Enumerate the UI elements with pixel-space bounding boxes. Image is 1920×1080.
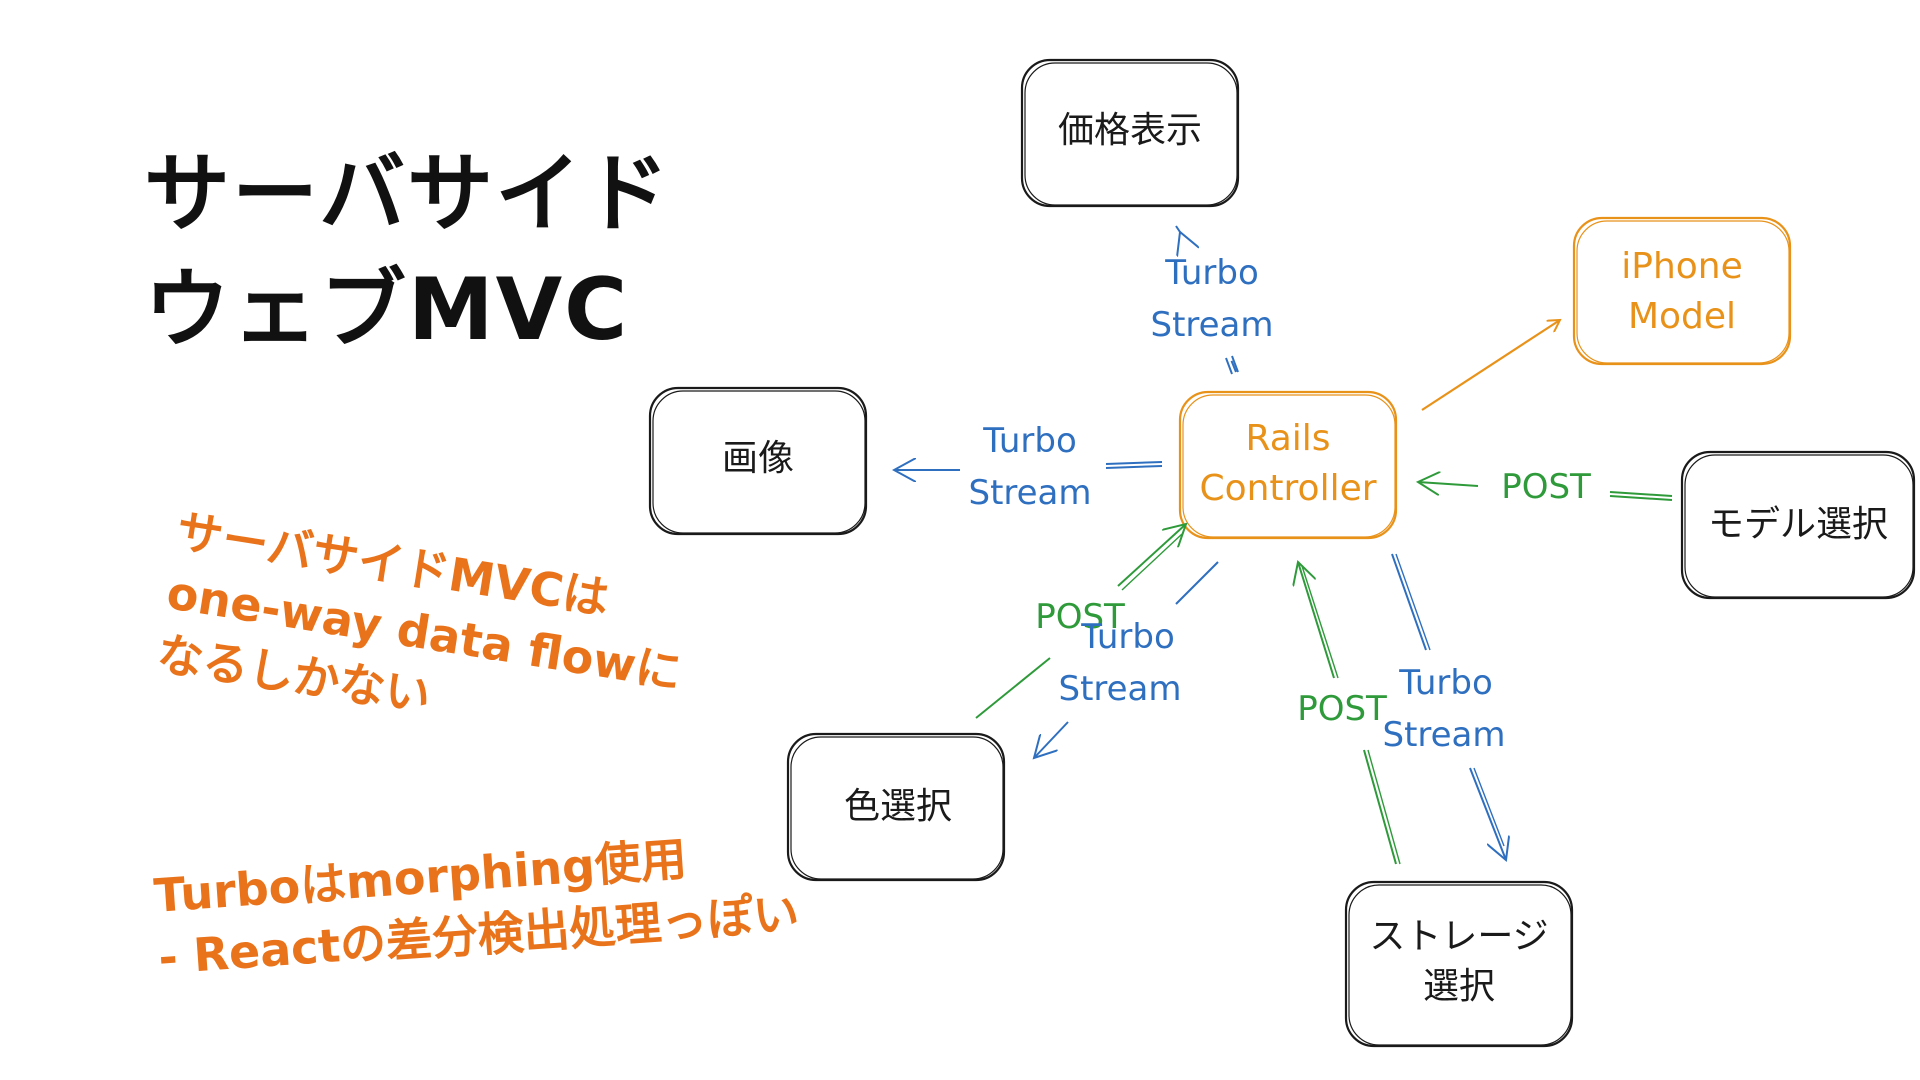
arrow-storage-select-to-rails: POST xyxy=(1297,562,1401,865)
label-turbo-price: Turbo xyxy=(1164,253,1259,293)
label-turbo-storage: Turbo xyxy=(1398,663,1493,703)
arrow-model-select-to-rails: POST xyxy=(1418,467,1673,507)
node-storage-label-1: ストレージ xyxy=(1369,916,1548,957)
node-storage-select: ストレージ 選択 xyxy=(1344,880,1574,1048)
node-iphone-label-2: Model xyxy=(1628,296,1736,337)
arrow-rails-to-iphone xyxy=(1421,320,1560,411)
label-stream-image: Stream xyxy=(968,473,1091,513)
label-stream-storage: Stream xyxy=(1382,715,1505,755)
arrow-rails-to-color-select: Turbo Stream xyxy=(1034,561,1219,758)
arrow-rails-to-storage-select: Turbo Stream xyxy=(1382,553,1506,860)
node-rails-controller: Rails Controller xyxy=(1178,390,1398,540)
node-iphone-label-1: iPhone xyxy=(1621,246,1743,287)
arrow-rails-to-price: Turbo Stream xyxy=(1150,225,1274,375)
label-post-color: POST xyxy=(1035,597,1125,637)
node-iphone-model: iPhone Model xyxy=(1572,216,1792,366)
node-image: 画像 xyxy=(648,386,868,536)
label-turbo-image: Turbo xyxy=(982,421,1077,461)
arrow-rails-to-image: Turbo Stream xyxy=(894,421,1163,513)
label-stream-color: Stream xyxy=(1058,669,1181,709)
node-rails-label-2: Controller xyxy=(1199,468,1376,509)
node-color-select-label: 色選択 xyxy=(844,786,952,827)
label-stream-price: Stream xyxy=(1150,305,1273,345)
arrow-color-select-to-rails: POST xyxy=(975,524,1186,719)
node-rails-label-1: Rails xyxy=(1245,418,1330,459)
node-model-select-label: モデル選択 xyxy=(1708,504,1888,545)
node-price-label: 価格表示 xyxy=(1058,110,1202,151)
node-price-display: 価格表示 xyxy=(1020,58,1240,208)
node-model-select: モデル選択 xyxy=(1680,450,1916,600)
label-turbo-color: Turbo xyxy=(1080,617,1175,657)
title-line-1: サーバサイド xyxy=(144,144,672,244)
node-color-select: 色選択 xyxy=(786,732,1006,882)
title-line-2: ウェブMVC xyxy=(144,260,630,360)
slide-title: サーバサイド ウェブMVC xyxy=(144,136,671,368)
label-post-storage: POST xyxy=(1297,689,1387,729)
label-post-model: POST xyxy=(1501,467,1591,507)
node-image-label: 画像 xyxy=(722,438,794,479)
node-storage-label-2: 選択 xyxy=(1423,966,1495,1007)
